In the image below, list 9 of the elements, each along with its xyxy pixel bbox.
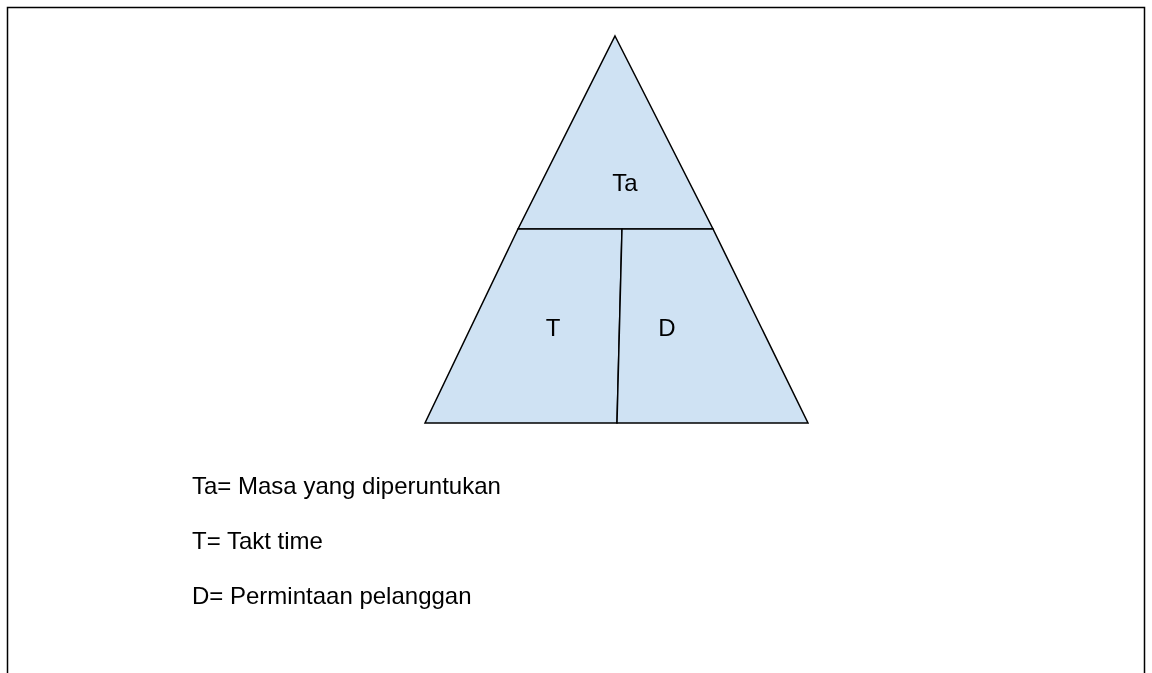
triangle-right-section xyxy=(617,229,808,423)
section-letter: Ta xyxy=(612,171,638,195)
section-letter: D xyxy=(658,316,676,340)
triangle-top-section xyxy=(518,36,713,229)
section-letter: T xyxy=(545,316,561,340)
definition-text: T= Takt time xyxy=(192,529,323,553)
definition-text: D= Permintaan pelanggan xyxy=(192,584,472,608)
triangle-left-section xyxy=(425,229,622,423)
definition-text: Ta= Masa yang diperuntukan xyxy=(192,474,501,498)
